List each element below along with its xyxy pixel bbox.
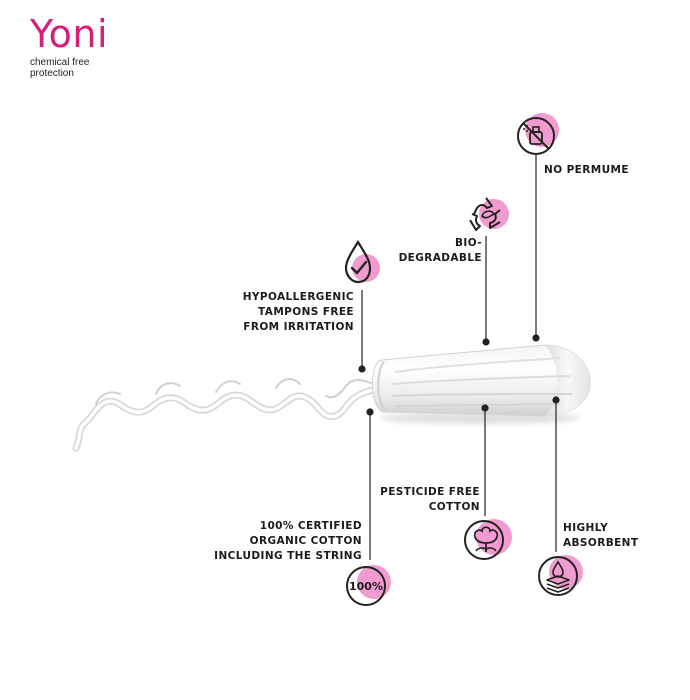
brand-logo: Yoni chemical free protection (30, 14, 120, 79)
tampon-body (371, 344, 591, 417)
percent-badge-icon: 100% (342, 562, 394, 608)
absorbent-label: HIGHLY ABSORBENT (563, 522, 639, 549)
recycle-leaf-icon (464, 194, 510, 236)
hypoallergenic-label: HYPOALLERGENIC TAMPONS FREE FROM IRRITAT… (242, 291, 354, 333)
tampon-string (72, 378, 382, 452)
percent-badge-text: 100% (349, 580, 383, 593)
no-spray-icon (512, 112, 560, 158)
brand-name: Yoni (30, 12, 109, 56)
biodegradable-label: BIO- DEGRADABLE (398, 237, 482, 264)
drop-check-icon (340, 238, 382, 286)
absorbent-layers-icon (536, 552, 586, 598)
organic-cotton-label: 100% CERTIFIED ORGANIC COTTON INCLUDING … (214, 520, 362, 562)
cotton-flower-icon (460, 517, 514, 563)
pesticide-free-label: PESTICIDE FREE COTTON (380, 486, 480, 513)
no-perfume-label: NO PERMUME (544, 164, 629, 176)
brand-tagline: chemical free protection (30, 57, 90, 79)
leader-lines (358, 155, 560, 560)
